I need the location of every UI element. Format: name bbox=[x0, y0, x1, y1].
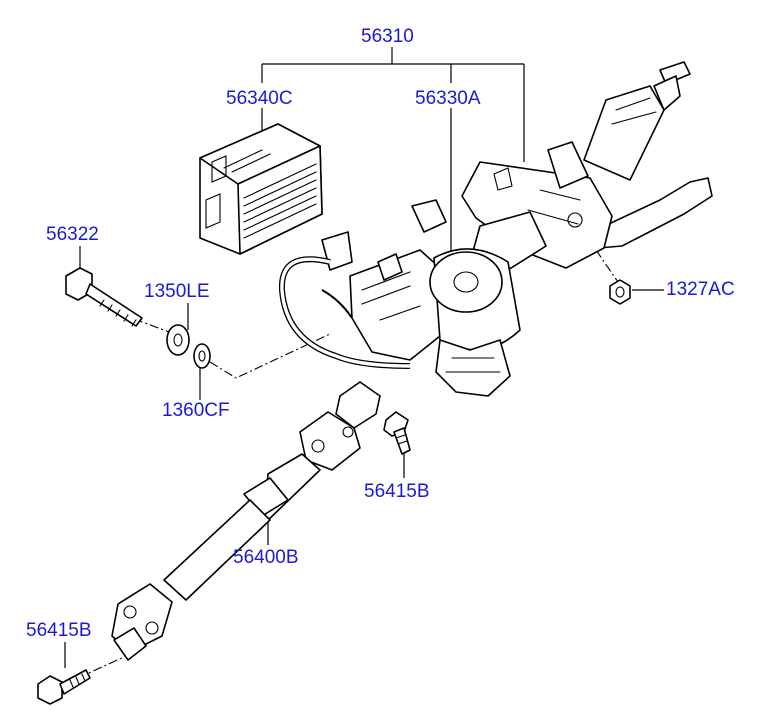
label-56340c[interactable]: 56340C bbox=[226, 88, 293, 109]
label-56330a[interactable]: 56330A bbox=[415, 88, 481, 109]
bolt-56415b-mid[interactable] bbox=[383, 411, 411, 455]
bolt-56415b-low[interactable] bbox=[37, 669, 91, 705]
steering-column[interactable] bbox=[321, 61, 713, 397]
label-1327ac[interactable]: 1327AC bbox=[666, 279, 735, 300]
label-1350le[interactable]: 1350LE bbox=[144, 281, 210, 302]
leader-lines bbox=[64, 47, 664, 668]
ecu-module[interactable] bbox=[199, 123, 323, 255]
intermediate-shaft[interactable] bbox=[111, 381, 381, 661]
washer-1350le[interactable] bbox=[166, 324, 190, 356]
nut-1327ac[interactable] bbox=[609, 279, 631, 305]
washer-1360cf[interactable] bbox=[193, 343, 211, 369]
label-56415b-mid[interactable]: 56415B bbox=[364, 481, 430, 502]
label-56310[interactable]: 56310 bbox=[361, 26, 414, 47]
wire-harness bbox=[278, 256, 411, 369]
label-56400b[interactable]: 56400B bbox=[233, 547, 299, 568]
bolt-56322[interactable] bbox=[65, 267, 143, 327]
label-56415b-low[interactable]: 56415B bbox=[26, 620, 92, 641]
label-1360cf[interactable]: 1360CF bbox=[162, 400, 230, 421]
label-56322[interactable]: 56322 bbox=[46, 224, 99, 245]
